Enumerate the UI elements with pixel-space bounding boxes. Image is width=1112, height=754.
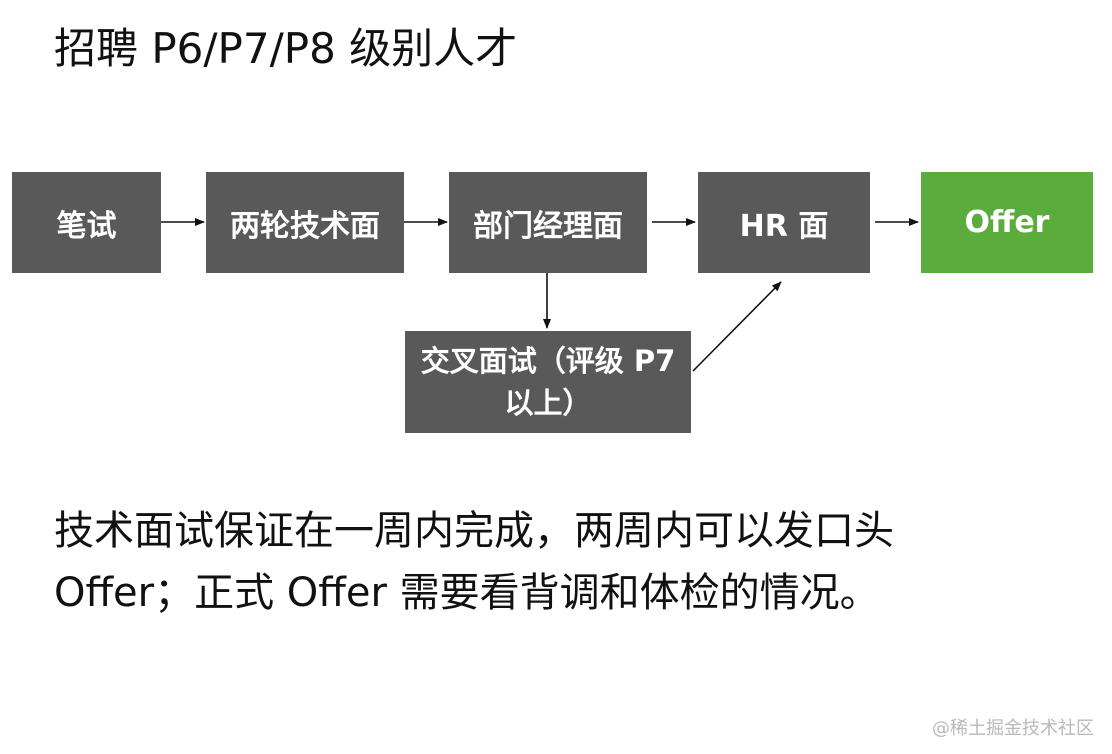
step-dept-manager-interview: 部门经理面 <box>449 172 647 273</box>
step-tech-interview-label: 两轮技术面 <box>230 208 380 244</box>
step-written-test: 笔试 <box>12 172 161 273</box>
step-written-test-label: 笔试 <box>56 208 117 244</box>
step-tech-interview: 两轮技术面 <box>206 172 404 273</box>
step-hr-interview-label: HR 面 <box>739 208 829 244</box>
step-offer-label: Offer <box>964 205 1050 240</box>
step-cross-interview: 交叉面试（评级 P7 以上） <box>405 331 691 433</box>
step-hr-interview: HR 面 <box>698 172 870 273</box>
step-dept-manager-label: 部门经理面 <box>473 208 623 244</box>
step-offer: Offer <box>921 172 1093 273</box>
process-note: 技术面试保证在一周内完成，两周内可以发口头 Offer；正式 Offer 需要看… <box>54 508 894 616</box>
watermark: @稀土掘金技术社区 <box>932 718 1094 739</box>
arrow-cross-to-hr <box>692 281 782 372</box>
page-title: 招聘 P6/P7/P8 级别人才 <box>54 24 518 73</box>
step-cross-interview-label: 交叉面试（评级 P7 以上） <box>420 344 676 420</box>
